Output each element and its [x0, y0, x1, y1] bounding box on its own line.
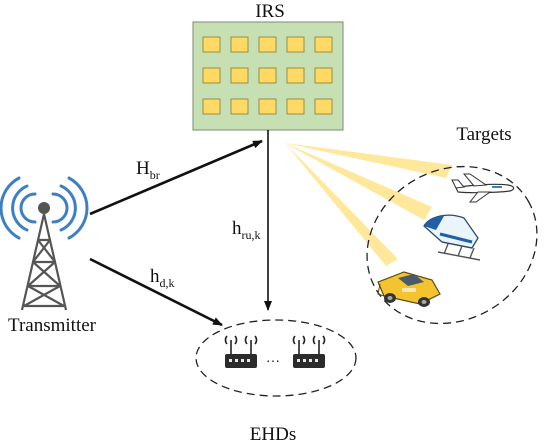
channel-label-ru: hru,k — [232, 218, 261, 242]
irs-label: IRS — [255, 1, 285, 22]
reflected-beams — [285, 143, 452, 266]
channel-label-br-sub: br — [150, 168, 160, 182]
train-icon — [423, 214, 481, 261]
channel-arrow-br — [89, 139, 263, 216]
irs-element — [314, 67, 333, 84]
irs-element — [202, 67, 221, 84]
router-icon — [292, 335, 326, 368]
irs-element — [258, 36, 277, 53]
channel-arrow-d — [89, 257, 223, 327]
irs-element — [286, 98, 305, 115]
irs-element — [258, 67, 277, 84]
channel-label-d-sub: d,k — [160, 276, 175, 290]
irs-element — [202, 36, 221, 53]
irs-element — [286, 67, 305, 84]
irs-element — [202, 98, 221, 115]
irs-element — [314, 98, 333, 115]
irs-element — [286, 36, 305, 53]
channel-label-ru-sub: ru,k — [242, 228, 261, 242]
car-icon — [377, 271, 441, 307]
channel-label-ru-main: h — [232, 218, 242, 239]
ehds-label: EHDs — [250, 424, 296, 444]
irs-element — [230, 98, 249, 115]
transmitter-label: Transmitter — [8, 315, 97, 336]
channel-label-br: Hbr — [136, 158, 160, 182]
channel-label-d-main: h — [150, 266, 160, 287]
radio-tower-icon — [0, 176, 89, 311]
router-icon — [224, 335, 258, 368]
ehds-region — [195, 319, 357, 397]
irs-element — [258, 98, 277, 115]
irs-element — [314, 36, 333, 53]
ehd-ellipsis: … — [266, 351, 280, 366]
channel-label-br-main: H — [136, 158, 150, 179]
irs-element — [230, 36, 249, 53]
airplane-icon — [451, 173, 515, 203]
targets-region — [366, 165, 538, 325]
irs-element — [230, 67, 249, 84]
irs-element-grid — [202, 36, 333, 115]
irs-panel — [192, 21, 344, 131]
channel-label-d: hd,k — [150, 266, 175, 290]
targets-label: Targets — [456, 124, 511, 145]
